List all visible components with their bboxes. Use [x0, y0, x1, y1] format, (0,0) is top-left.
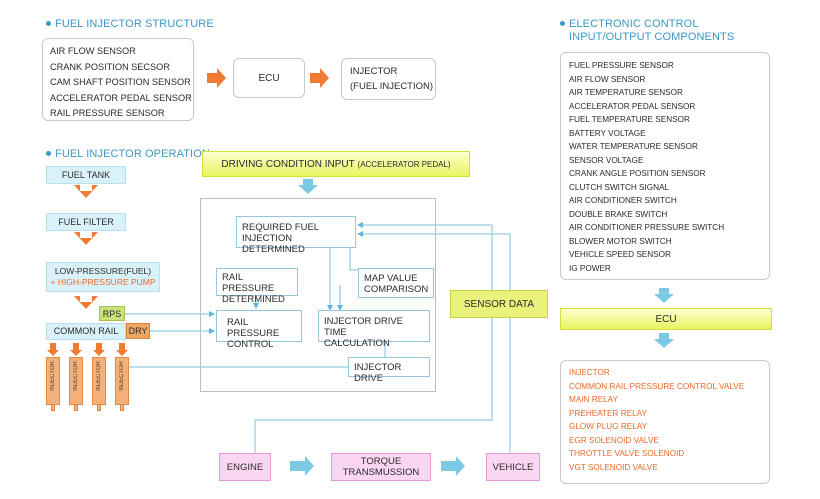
list-item: FUEL TEMPERATURE SENSOR — [569, 115, 690, 124]
driving-condition-bar: DRIVING CONDITION INPUT (ACCELERATOR PED… — [202, 151, 470, 177]
structure-title: FUEL INJECTOR STRUCTURE — [46, 18, 214, 30]
list-item: DOUBLE BRAKE SWITCH — [569, 209, 668, 219]
list-item: INJECTOR — [569, 368, 610, 377]
list-item: EGR SOLENOID VALVE — [569, 435, 659, 445]
ecu-process-frame — [200, 198, 436, 392]
list-item: VEHICLE SPEED SENSOR — [569, 250, 671, 259]
bullet-icon — [560, 20, 565, 26]
list-item: AIR TEMPERATURE SENSOR — [569, 88, 683, 97]
list-item: AIR FLOW SENSOR — [569, 74, 646, 84]
electronic-ecu-bar: ECU — [560, 308, 772, 330]
injector-drive-time-box: INJECTOR DRIVE TIME CALCULATION — [318, 310, 430, 349]
map-value-box: MAP VALUE COMPARISON — [358, 268, 434, 298]
fuel-filter-box: FUEL FILTER — [46, 213, 126, 231]
injector-tip — [51, 405, 55, 411]
list-item: BATTERY VOLTAGE — [569, 128, 646, 138]
list-item: CLUTCH SWITCH SIGNAL — [569, 182, 670, 192]
output-components-box: INJECTOR COMMON RAIL PRESSURE CONTROL VA… — [560, 360, 770, 484]
list-item: WATER TEMPERATURE SENSOR — [569, 142, 698, 151]
list-item: SENSOR VOLTAGE — [569, 155, 644, 165]
list-item: FUEL PRESSURE SENSOR — [569, 61, 674, 70]
common-rail-box: COMMON RAIL — [46, 323, 126, 340]
dry-badge: DRY — [126, 323, 150, 339]
rail-pressure-control-box: RAIL PRESSURE CONTROL — [216, 310, 302, 350]
list-item: ACCELERATOR PEDAL SENSOR — [50, 92, 192, 103]
rail-pressure-determined-box: RAIL PRESSURE DETERMINED — [216, 268, 298, 305]
list-item: CAM SHAFT POSITION SENSOR — [50, 77, 191, 87]
list-item: IG POWER — [569, 263, 611, 273]
list-item: AIR CONDITIONER SWITCH — [569, 196, 677, 205]
list-item: CRANK ANGLE POSITION SENSOR — [569, 169, 706, 178]
list-item: CRANK POSITION SECSOR — [50, 61, 170, 72]
operation-title: FUEL INJECTOR OPERATION — [46, 148, 210, 160]
list-item: COMMON RAIL PRESSURE CONTROL VALVE — [569, 381, 745, 391]
injector-4: INJECTOR — [115, 357, 129, 405]
electronic-title: ELECTRONIC CONTROL INPUT/OUTPUT COMPONEN… — [560, 18, 734, 44]
list-item: AIR FLOW SENSOR — [50, 46, 136, 56]
fuel-tank-box: FUEL TANK — [46, 166, 126, 184]
injector-tip — [120, 405, 124, 411]
injector-3: INJECTOR — [92, 357, 106, 405]
bullet-icon — [46, 150, 51, 156]
list-item: ACCELERATOR PEDAL SENSOR — [569, 101, 696, 111]
structure-ecu-box: ECU — [233, 58, 305, 98]
structure-injector-box: INJECTOR (FUEL INJECTION) — [341, 58, 436, 100]
pump-box: LOW-PRESSURE(FUEL) + HIGH-PRESSURE PUMP — [46, 262, 160, 292]
torque-transmission-box: TORQUE TRANSMUSSION — [331, 453, 431, 481]
bullet-icon — [46, 20, 51, 26]
vehicle-box: VEHICLE — [486, 453, 540, 481]
list-item: GLOW PLUG RELAY — [569, 422, 648, 431]
injector-2: INJECTOR — [69, 357, 83, 405]
input-components-box: FUEL PRESSURE SENSOR AIR FLOW SENSOR AIR… — [560, 52, 770, 280]
list-item: PREHEATER RELAY — [569, 408, 647, 418]
injector-drive-box: INJECTOR DRIVE — [348, 357, 430, 384]
sensor-data-box: SENSOR DATA — [450, 290, 548, 318]
list-item: VGT SOLENOID VALVE — [569, 462, 658, 472]
list-item: THROTTLE VALVE SOLENOID — [569, 449, 685, 458]
required-fuel-box: REQUIRED FUEL INJECTION DETERMINED — [236, 216, 356, 255]
rps-badge: RPS — [99, 306, 125, 321]
engine-box: ENGINE — [219, 453, 271, 481]
injector-tip — [97, 405, 101, 411]
list-item: BLOWER MOTOR SWITCH — [569, 236, 672, 246]
injector-1: INJECTOR — [46, 357, 60, 405]
list-item: MAIN RELAY — [569, 395, 618, 404]
injector-tip — [74, 405, 78, 411]
structure-sensor-box: AIR FLOW SENSOR CRANK POSITION SECSOR CA… — [42, 38, 194, 121]
list-item: RAIL PRESSURE SENSOR — [50, 108, 165, 118]
list-item: AIR CONDITIONER PRESSURE SWITCH — [569, 223, 725, 232]
